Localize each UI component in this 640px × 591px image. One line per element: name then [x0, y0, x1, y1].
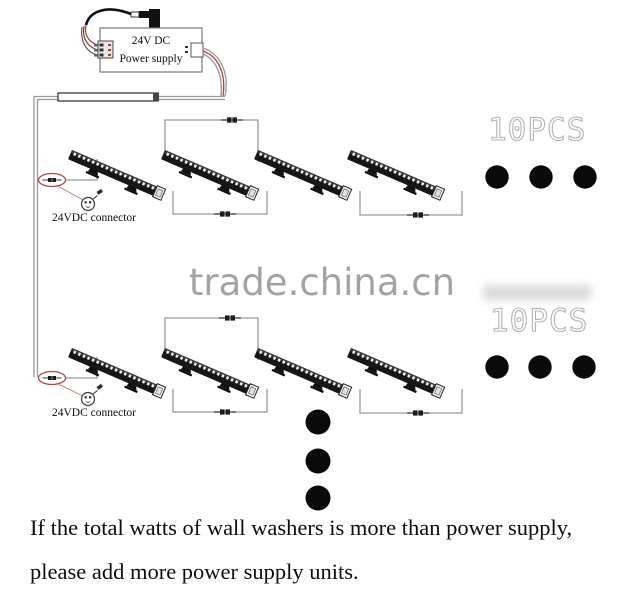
callout-leader-line — [55, 382, 84, 397]
dc-plug-arm — [139, 11, 151, 18]
dot — [572, 355, 596, 379]
input-terminal-block — [94, 40, 114, 59]
vertical-ellipsis-dots — [305, 409, 331, 511]
cable-sleeve-tip — [153, 92, 159, 102]
watermark-text: trade.china.cn — [189, 261, 455, 304]
top-link-wire — [164, 119, 259, 162]
highlighted-connector-icon — [37, 370, 67, 386]
dot — [305, 485, 331, 511]
main-cable-run — [33, 92, 225, 377]
wall-washer-row-1: 24VDC connector — [37, 116, 463, 224]
connector-label: 24VDC connector — [52, 407, 136, 419]
ac-cable — [84, 8, 132, 26]
psu-input-wire-red — [84, 24, 98, 46]
highlighted-connector-icon — [37, 172, 67, 188]
top-link-wire — [164, 317, 259, 360]
note-line-1: If the total watts of wall washers is mo… — [30, 515, 572, 540]
quantity-label-row-1: 10PCS — [488, 112, 586, 148]
power-supply-name-label: Power supply — [120, 53, 183, 65]
dot — [305, 409, 331, 435]
footnote: If the total watts of wall washers is mo… — [30, 515, 572, 584]
plug-connector-icon — [130, 11, 140, 18]
cable-sleeve — [57, 92, 159, 102]
output-cable — [202, 47, 227, 97]
callout-leader-line — [55, 184, 84, 201]
dot — [485, 355, 509, 379]
power-supply-voltage-label: 24V DC — [132, 35, 171, 47]
blurred-watermark-smudge — [483, 285, 591, 300]
power-supply-unit: 24V DC Power supply — [81, 8, 227, 97]
ellipsis-dots-row-1 — [485, 165, 597, 189]
output-terminal-block — [185, 42, 204, 58]
dc-plug-icon — [149, 9, 160, 28]
dot — [529, 165, 553, 189]
dot — [528, 355, 552, 379]
dot — [305, 448, 331, 474]
trunk-wire-outer — [33, 95, 225, 377]
ellipsis-dots-row-2 — [485, 355, 596, 379]
trunk-wire-inner — [36, 98, 225, 377]
connector-label: 24VDC connector — [52, 212, 136, 224]
dot — [485, 165, 509, 189]
wall-washer-row-2: 24VDC connector — [37, 314, 463, 419]
quantity-label-row-2: 10PCS — [490, 303, 588, 339]
psu-input-wire-maroon — [82, 25, 98, 51]
dot — [573, 165, 597, 189]
note-line-2: please add more power supply units. — [30, 559, 359, 584]
